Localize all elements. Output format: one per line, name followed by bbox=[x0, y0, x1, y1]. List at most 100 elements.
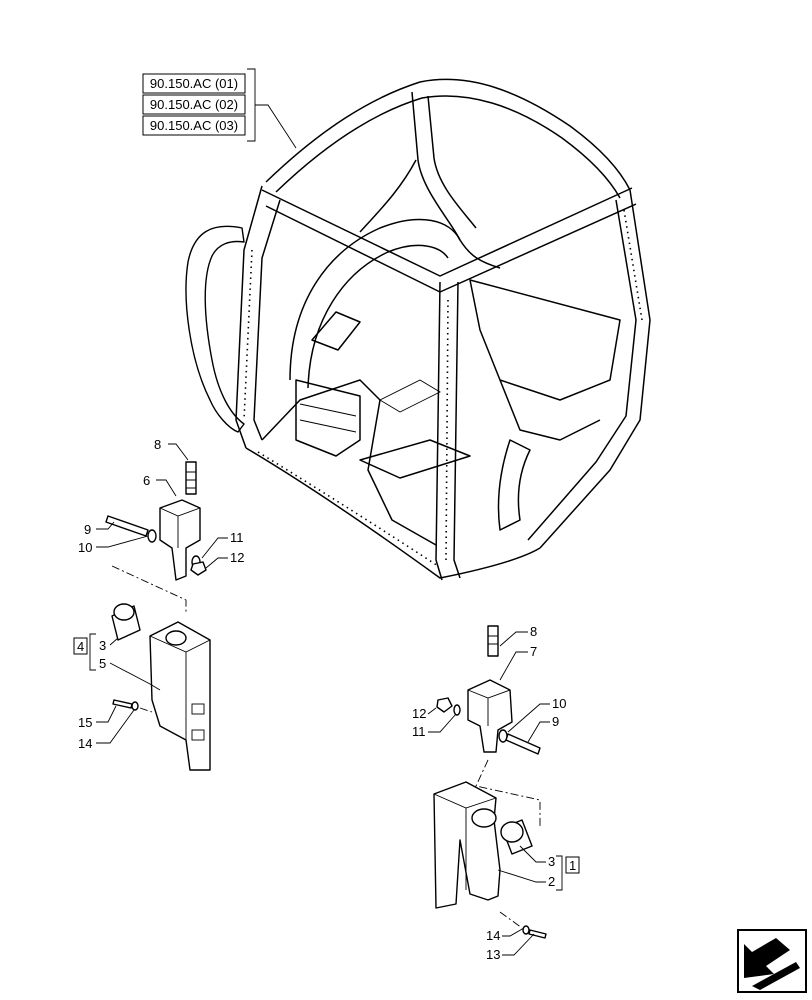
left-rear-post-outer bbox=[235, 185, 263, 449]
front-post-seam bbox=[445, 299, 449, 561]
bolt-13[interactable] bbox=[528, 929, 547, 939]
reference-leader bbox=[255, 104, 297, 149]
kit-bracket-4 bbox=[89, 633, 96, 671]
reference-box-01[interactable] bbox=[142, 73, 246, 94]
leader-11-right bbox=[428, 713, 457, 733]
bolt-8-left-thread bbox=[186, 471, 196, 489]
callout-13[interactable]: 13 bbox=[486, 947, 500, 962]
callout-6[interactable]: 6 bbox=[143, 473, 150, 488]
rear-fender-arch-inner bbox=[307, 244, 449, 389]
kit-label-1[interactable]: 1 bbox=[569, 858, 576, 873]
reference-label-03[interactable]: 90.150.AC (03) bbox=[150, 118, 238, 133]
callouts-right: 8 7 10 9 12 11 3 2 1 14 13 bbox=[412, 624, 580, 962]
callout-3-right[interactable]: 3 bbox=[548, 854, 555, 869]
callout-8-left[interactable]: 8 bbox=[154, 437, 161, 452]
leader-15 bbox=[96, 705, 117, 723]
kit-box-4[interactable] bbox=[73, 637, 88, 655]
bolt-8-left[interactable] bbox=[185, 461, 197, 495]
cab-floor-front-edge bbox=[245, 447, 541, 579]
bracket-6[interactable] bbox=[159, 499, 201, 581]
leader-10-left bbox=[96, 535, 149, 548]
callouts-left: 8 6 9 10 11 12 4 3 5 15 14 bbox=[73, 437, 244, 751]
mount-bracket-5[interactable] bbox=[149, 621, 211, 771]
cab-frame bbox=[185, 78, 651, 581]
leader-14-left bbox=[96, 709, 135, 744]
cab-floor-side bbox=[261, 379, 437, 546]
roof-arch-outer bbox=[265, 78, 631, 191]
callout-11-right[interactable]: 11 bbox=[412, 724, 426, 739]
leader-14-right bbox=[502, 927, 525, 937]
bushing-3-left-face bbox=[113, 603, 135, 621]
callout-12-left[interactable]: 12 bbox=[230, 550, 244, 565]
roof-front-beam-lower bbox=[265, 203, 637, 293]
callout-7[interactable]: 7 bbox=[530, 644, 537, 659]
front-post-inner bbox=[453, 281, 461, 579]
washer-10-left[interactable] bbox=[147, 529, 157, 543]
leader-3-left bbox=[109, 637, 119, 646]
washer-14-right[interactable] bbox=[522, 925, 530, 935]
reference-label-02[interactable]: 90.150.AC (02) bbox=[150, 97, 238, 112]
assembly-axis-right bbox=[475, 759, 541, 826]
reference-label-01[interactable]: 90.150.AC (01) bbox=[150, 76, 238, 91]
bolt-axis-left bbox=[139, 707, 153, 713]
callout-2[interactable]: 2 bbox=[548, 874, 555, 889]
bolt-9-left[interactable] bbox=[105, 515, 149, 537]
callout-10-right[interactable]: 10 bbox=[552, 696, 566, 711]
right-deck-lower bbox=[499, 379, 601, 441]
center-console bbox=[295, 379, 361, 457]
mount-bracket-2[interactable] bbox=[433, 781, 501, 909]
callout-14-right[interactable]: 14 bbox=[486, 928, 500, 943]
callout-15[interactable]: 15 bbox=[78, 715, 92, 730]
left-mount-assembly bbox=[105, 461, 211, 771]
kit-label-4[interactable]: 4 bbox=[77, 639, 84, 654]
mount-bracket-5-slot-2 bbox=[191, 729, 205, 741]
nut-12-right[interactable] bbox=[436, 697, 453, 713]
reference-box-03[interactable] bbox=[142, 115, 246, 136]
leader-11-left bbox=[201, 537, 228, 559]
left-fender bbox=[185, 225, 245, 433]
mount-bracket-2-bore bbox=[471, 808, 497, 828]
washer-11-right[interactable] bbox=[453, 704, 461, 716]
right-post-seam bbox=[623, 209, 643, 321]
rear-fender-arch bbox=[289, 218, 461, 381]
callout-9-left[interactable]: 9 bbox=[84, 522, 91, 537]
kit-box-1[interactable] bbox=[565, 856, 580, 874]
right-post-outer bbox=[539, 189, 651, 549]
bolt-15[interactable] bbox=[112, 699, 133, 709]
bolt-8-right[interactable] bbox=[487, 625, 499, 657]
bracket-6-edge bbox=[159, 507, 201, 548]
washer-14-left[interactable] bbox=[131, 701, 139, 711]
right-post-inner bbox=[527, 199, 637, 541]
roof-arch-inner bbox=[275, 95, 621, 199]
leader-2 bbox=[497, 869, 546, 883]
roof-front-beam bbox=[261, 187, 633, 277]
callout-5[interactable]: 5 bbox=[99, 656, 106, 671]
kit-bracket-1 bbox=[556, 855, 563, 891]
roof-spine-left bbox=[359, 159, 417, 233]
cab-floor-seam bbox=[257, 451, 439, 567]
leader-9-right bbox=[527, 721, 550, 743]
nut-12-left[interactable] bbox=[190, 561, 207, 576]
leader-8-left bbox=[168, 443, 189, 461]
rear-bracket-box bbox=[379, 379, 441, 413]
next-page-arrow-icon[interactable] bbox=[737, 929, 807, 993]
callout-10-left[interactable]: 10 bbox=[78, 540, 92, 555]
leader-5 bbox=[109, 662, 161, 691]
front-post-outer bbox=[435, 281, 443, 581]
callout-8-right[interactable]: 8 bbox=[530, 624, 537, 639]
callout-12-right[interactable]: 12 bbox=[412, 706, 426, 721]
bolt-9-right[interactable] bbox=[505, 733, 541, 755]
reference-box-02[interactable] bbox=[142, 94, 246, 115]
callout-3-left[interactable]: 3 bbox=[99, 638, 106, 653]
left-rear-post-seam bbox=[243, 249, 253, 421]
leader-12-right bbox=[427, 707, 437, 715]
rear-window bbox=[311, 311, 361, 351]
bushing-3-right-face bbox=[500, 821, 524, 843]
rear-cross-member bbox=[359, 439, 471, 479]
bracket-7[interactable] bbox=[467, 679, 513, 753]
callout-14-left[interactable]: 14 bbox=[78, 736, 92, 751]
callout-9-right[interactable]: 9 bbox=[552, 714, 559, 729]
mount-bracket-5-slot-1 bbox=[191, 703, 205, 715]
right-deck-panel bbox=[469, 279, 621, 401]
callout-11-left[interactable]: 11 bbox=[230, 530, 244, 545]
